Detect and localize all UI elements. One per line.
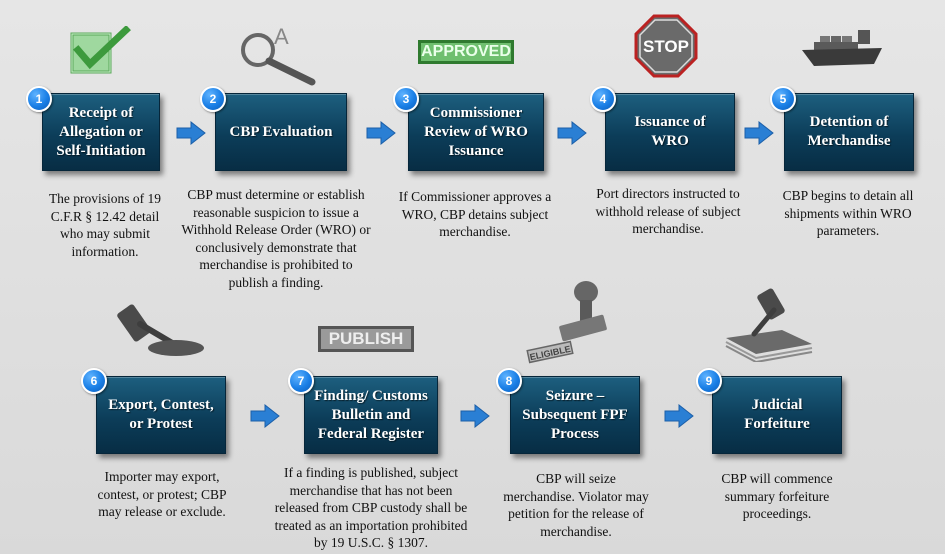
arrow-right-icon — [664, 404, 694, 428]
step-desc-7: If a finding is published, subject merch… — [274, 465, 468, 550]
step-badge-8: 8 — [496, 368, 522, 394]
step-desc-2: CBP must determine or establish reasonab… — [181, 187, 371, 290]
step-desc-1: The provisions of 19 C.F.R § 12.42 detai… — [48, 191, 162, 259]
step-badge-4: 4 — [590, 86, 616, 112]
step-title-9: Judicial Forfeiture — [744, 397, 810, 432]
step-badge-1: 1 — [26, 86, 52, 112]
step-box-5: Detention of Merchandise — [784, 93, 914, 171]
stop-sign-label: STOP — [643, 37, 689, 56]
step-box-1: Receipt of Allegation or Self-Initiation — [42, 93, 160, 171]
step-title-5: Detention of Merchandise — [807, 114, 891, 149]
step-box-4: Issuance of WRO — [605, 93, 735, 171]
step-badge-3: 3 — [393, 86, 419, 112]
step-title-8: Seizure – Subsequent FPF Process — [522, 387, 628, 442]
stop-sign-icon: STOP — [634, 14, 698, 78]
magnifier-icon: A — [241, 26, 316, 86]
arrow-right-icon — [744, 121, 774, 145]
arrow-right-icon — [557, 121, 587, 145]
step-desc-8: CBP will seize merchandise. Violator may… — [503, 471, 649, 539]
step-title-2: CBP Evaluation — [229, 123, 333, 140]
step-desc-9: CBP will commence summary forfeiture pro… — [721, 471, 833, 521]
step-box-9: Judicial Forfeiture — [712, 376, 842, 454]
step-box-7: Finding/ Customs Bulletin and Federal Re… — [304, 376, 438, 454]
arrow-right-icon — [460, 404, 490, 428]
step-desc-5: CBP begins to detain all shipments withi… — [782, 188, 914, 238]
arrow-right-icon — [250, 404, 280, 428]
step-box-8: Seizure – Subsequent FPF Process — [510, 376, 640, 454]
publish-stamp-icon: PUBLISH — [318, 326, 414, 352]
step-desc-3: If Commissioner approves a WRO, CBP deta… — [398, 189, 552, 239]
svg-text:A: A — [274, 26, 289, 49]
step-badge-9: 9 — [696, 368, 722, 394]
approved-stamp-icon: APPROVED — [418, 40, 514, 64]
step-title-6: Export, Contest, or Protest — [108, 397, 214, 432]
step-box-6: Export, Contest, or Protest — [96, 376, 226, 454]
eligible-stamp-icon: ELIGIBLE — [526, 281, 607, 364]
step-box-3: Commissioner Review of WRO Issuance — [408, 93, 544, 171]
step-badge-5: 5 — [770, 86, 796, 112]
step-title-7: Finding/ Customs Bulletin and Federal Re… — [314, 387, 428, 442]
gavel-books-icon — [725, 288, 813, 362]
arrow-right-icon — [366, 121, 396, 145]
gavel-icon — [117, 304, 204, 356]
step-badge-7: 7 — [288, 368, 314, 394]
step-desc-6: Importer may export, contest, or protest… — [97, 469, 227, 519]
step-desc-4: Port directors instructed to withhold re… — [595, 186, 741, 236]
arrow-right-icon — [176, 121, 206, 145]
step-badge-6: 6 — [81, 368, 107, 394]
checkmark-icon — [70, 26, 131, 74]
step-title-1: Receipt of Allegation or Self-Initiation — [56, 104, 146, 159]
step-badge-2: 2 — [200, 86, 226, 112]
step-box-2: CBP Evaluation — [215, 93, 347, 171]
cargo-ship-icon — [802, 30, 882, 66]
step-title-4: Issuance of WRO — [634, 114, 706, 149]
step-title-3: Commissioner Review of WRO Issuance — [424, 104, 528, 159]
